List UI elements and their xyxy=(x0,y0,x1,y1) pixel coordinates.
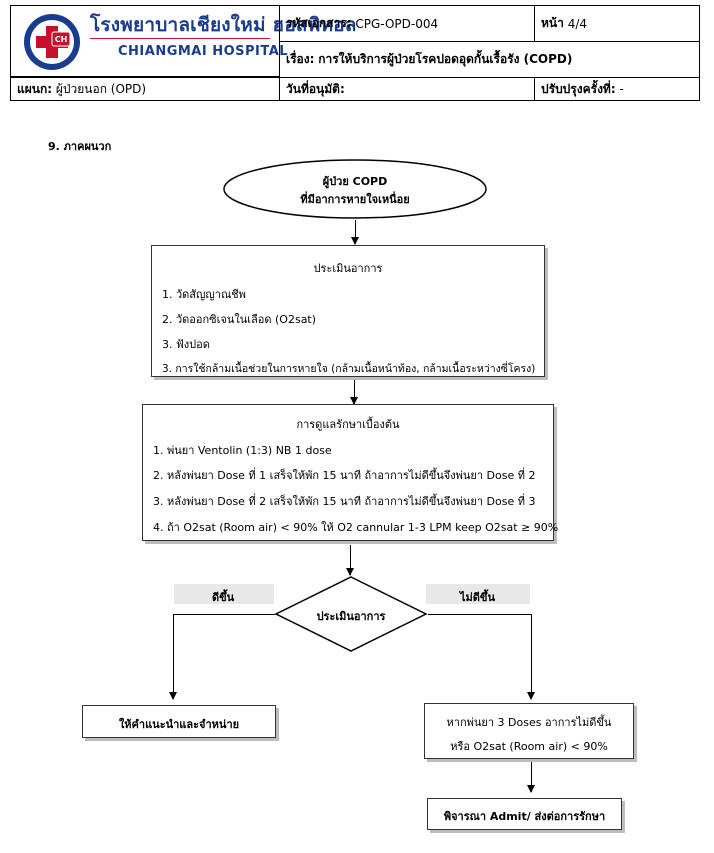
revision-value: - xyxy=(619,82,624,96)
dept-value: ผู้ป่วยนอก (OPD) xyxy=(55,81,147,96)
final-label: พิจารณา Admit/ ส่งต่อการรักษา xyxy=(443,810,606,823)
assessment-item: 1. วัดสัญญาณชีพ xyxy=(162,288,246,301)
arrow-treat-to-decision xyxy=(346,545,354,576)
start-line1: ผู้ป่วย COPD xyxy=(322,175,388,188)
doc-code-cell: รหัสเอกสาร: CPG-OPD-004 xyxy=(279,5,535,42)
assessment-item: 2. วัดออกซิเจนในเลือด (O2sat) xyxy=(162,313,317,326)
arrow-assess-to-treat xyxy=(350,380,358,405)
assessment-box: ประเมินอาการ 1. วัดสัญญาณชีพ 2. วัดออกซิ… xyxy=(151,245,545,377)
branch-left-line xyxy=(173,614,275,615)
treatment-box: การดูแลรักษาเบื้องต้น 1. พ่นยา Ventolin … xyxy=(142,404,558,541)
revision-cell: ปรับปรุงครั้งที่: - xyxy=(534,77,700,101)
discharge-box: ให้คำแนะนำและจำหน่าย xyxy=(82,705,276,738)
branch-better-label: ดีขึ้น xyxy=(212,591,235,604)
arrow-start-to-assess xyxy=(351,220,359,245)
approve-cell: วันที่อนุมัติ: xyxy=(279,77,535,101)
branch-not-better-label: ไม่ดีขึ้น xyxy=(460,591,495,604)
subject-value: การให้บริการผู้ป่วยโรคปอดอุดกั้นเรื้อรัง… xyxy=(318,52,573,66)
treatment-item: 1. พ่นยา Ventolin (1:3) NB 1 dose xyxy=(153,444,332,457)
page-label: หน้า xyxy=(541,16,564,30)
arrow-to-not-better xyxy=(527,614,535,700)
page-value: 4/4 xyxy=(567,16,587,31)
assessment-item: 3. ฟังปอด xyxy=(162,338,210,351)
not-better-line1: หากพ่นยา 3 Doses อาการไม่ดีขึ้น xyxy=(446,716,612,729)
decision-diamond-shape xyxy=(274,576,428,652)
decision-node: ประเมินอาการ xyxy=(274,575,428,653)
assessment-item: 3. การใช้กล้ามเนื้อช่วยในการหายใจ (กล้าม… xyxy=(162,363,536,375)
not-better-line2: หรือ O2sat (Room air) < 90% xyxy=(450,740,608,753)
assessment-title: ประเมินอาการ xyxy=(313,262,383,275)
subject-cell: เรื่อง: การให้บริการผู้ป่วยโรคปอดอุดกั้น… xyxy=(279,41,700,78)
approve-label: วันที่อนุมัติ: xyxy=(286,81,345,96)
subject-label: เรื่อง: xyxy=(286,52,315,66)
doc-code-value: CPG-OPD-004 xyxy=(355,16,439,31)
hospital-logo-icon: CH xyxy=(22,12,82,72)
svg-text:CH: CH xyxy=(55,35,68,44)
decision-label: ประเมินอาการ xyxy=(316,610,386,623)
treatment-item: 3. หลังพ่นยา Dose ที่ 2 เสร็จให้พัก 15 น… xyxy=(153,495,536,508)
discharge-label: ให้คำแนะนำและจำหน่าย xyxy=(118,718,240,731)
doc-code-label: รหัสเอกสาร: xyxy=(286,16,352,30)
revision-label: ปรับปรุงครั้งที่: xyxy=(541,81,616,96)
not-better-box: หากพ่นยา 3 Doses อาการไม่ดีขึ้น หรือ O2s… xyxy=(424,703,634,759)
arrow-to-final xyxy=(527,762,535,793)
dept-cell: แผนก: ผู้ป่วยนอก (OPD) xyxy=(10,77,280,101)
branch-right-line xyxy=(428,614,531,615)
logo-text-en: CHIANGMAI HOSPITAL xyxy=(118,44,289,59)
treatment-item: 2. หลังพ่นยา Dose ที่ 1 เสร็จให้พัก 15 น… xyxy=(153,469,536,482)
final-box: พิจารณา Admit/ ส่งต่อการรักษา xyxy=(427,798,622,830)
branch-better-shade xyxy=(174,584,274,604)
start-line2: ที่มีอาการหายใจเหนื่อย xyxy=(300,193,410,206)
logo-text-thai: โรงพยาบาลเชียงใหม่ ฮอสพิทอล xyxy=(90,14,357,36)
arrow-to-discharge xyxy=(169,614,177,700)
start-ellipse-shape xyxy=(223,159,487,219)
treatment-title: การดูแลรักษาเบื้องต้น xyxy=(296,418,400,431)
start-node: ผู้ป่วย COPD ที่มีอาการหายใจเหนื่อย xyxy=(222,158,488,220)
logo-divider xyxy=(90,38,270,39)
treatment-item: 4. ถ้า O2sat (Room air) < 90% ให้ O2 can… xyxy=(153,521,559,534)
page-cell: หน้า 4/4 xyxy=(534,5,700,42)
branch-not-better-shade xyxy=(426,584,530,604)
section-title: 9. ภาคผนวก xyxy=(48,140,112,153)
dept-label: แผนก: xyxy=(17,81,53,96)
